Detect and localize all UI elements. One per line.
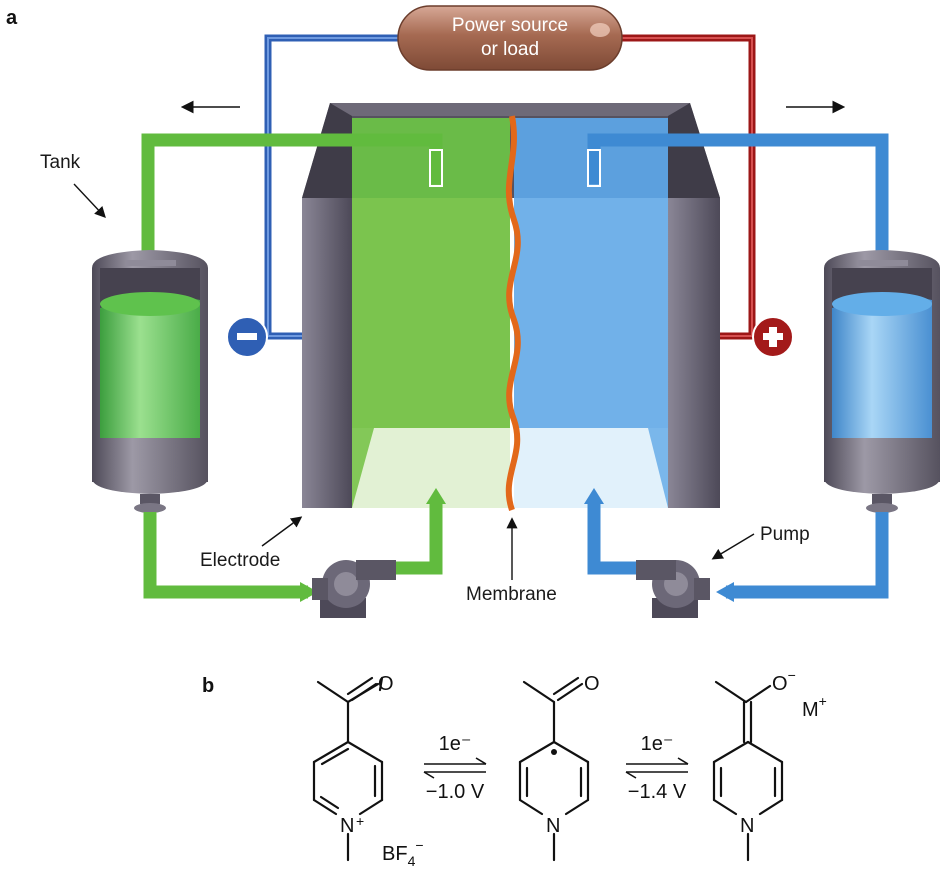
left-tank (92, 250, 208, 513)
cell-right-wall (668, 198, 720, 508)
pump-label: Pump (760, 524, 810, 545)
right-tank (824, 250, 940, 513)
counter-cation: M+ (802, 693, 827, 721)
molecule1-nitrogen: N (340, 815, 354, 837)
catholyte-feed-pipe (726, 512, 889, 599)
molecule1-charge: + (356, 813, 364, 829)
right-pump (636, 560, 710, 618)
anolyte-feed-pipe (143, 512, 308, 599)
membrane (505, 115, 521, 511)
cell-left-wall (302, 198, 352, 508)
step2-electron: 1e⁻ (641, 733, 674, 755)
step1-potential: −1.0 V (426, 781, 485, 803)
molecule3-nitrogen: N (740, 815, 754, 837)
molecule1-oxygen: O (378, 673, 394, 695)
equilibrium-arrow-1: 1e⁻ −1.0 V (423, 733, 487, 803)
plus-icon (752, 316, 794, 358)
panel-letter-b: b (202, 675, 214, 697)
anolyte-floor (352, 428, 510, 508)
panel-letter-a: a (6, 7, 18, 29)
molecule-radical: O N (518, 673, 600, 862)
molecule3-oxygen: O− (772, 667, 796, 695)
membrane-label: Membrane (466, 584, 557, 605)
radical-dot (551, 749, 557, 755)
step2-potential: −1.4 V (628, 781, 687, 803)
catholyte-floor (514, 428, 668, 508)
minus-icon (226, 316, 268, 358)
molecule-pyridinium: O N + BF4− (312, 673, 424, 869)
counterion: BF4− (382, 837, 424, 869)
equilibrium-arrow-2: 1e⁻ −1.4 V (625, 733, 689, 803)
catholyte-return-pipe (587, 133, 889, 298)
power-source-label-line2: or load (481, 39, 539, 60)
power-source-label-line1: Power source (452, 15, 568, 36)
anolyte-return-pipe (141, 133, 443, 298)
molecule2-oxygen: O (584, 673, 600, 695)
molecule-enolate: O− M+ N (712, 667, 827, 862)
tank-label: Tank (40, 152, 81, 173)
catholyte-tank-liquid (832, 296, 932, 438)
step1-electron: 1e⁻ (439, 733, 472, 755)
electrode-label: Electrode (200, 550, 280, 571)
molecule2-nitrogen: N (546, 815, 560, 837)
electrochemical-cell (302, 103, 720, 511)
power-source: Power source or load (397, 5, 623, 71)
left-pump (312, 560, 396, 618)
anolyte-tank-liquid (100, 296, 200, 438)
